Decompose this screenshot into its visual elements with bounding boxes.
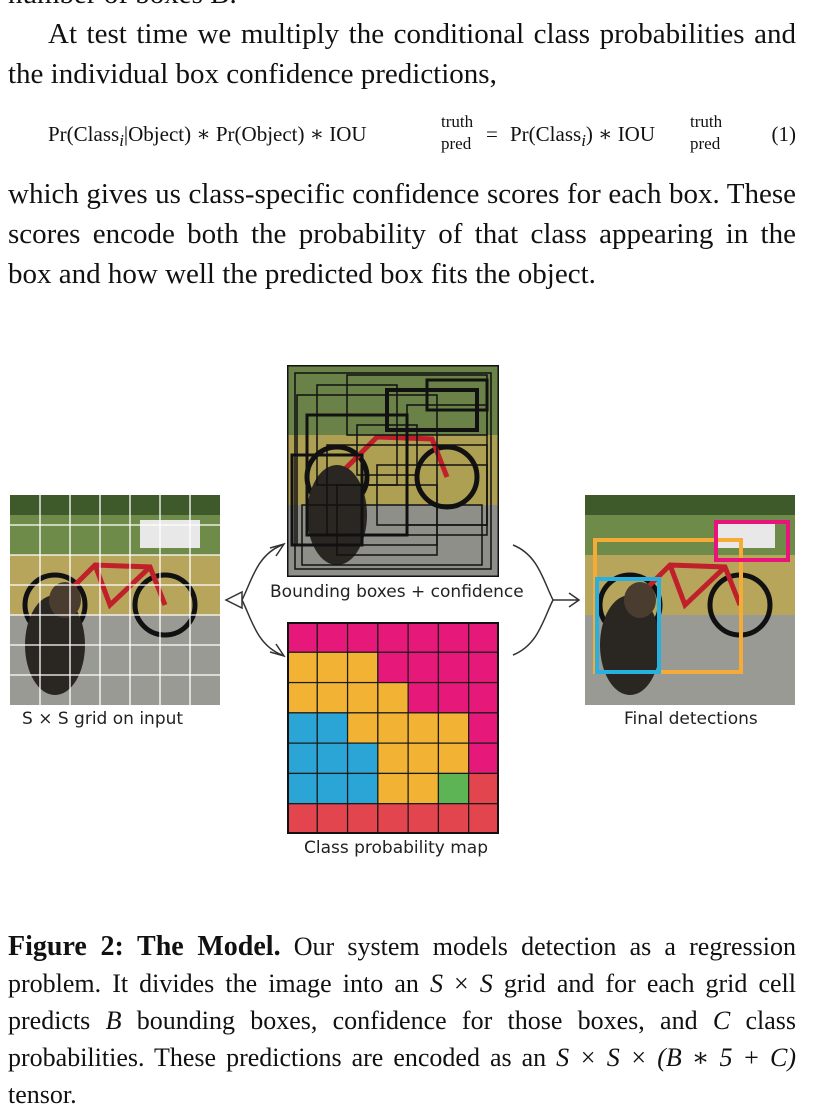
label-final-detections: Final detections — [624, 709, 758, 729]
right-brace-arrow — [512, 544, 581, 656]
left-brace-arrow — [224, 542, 286, 658]
class-probability-panel — [287, 622, 499, 834]
class-cell — [407, 681, 440, 714]
class-cell — [468, 712, 499, 744]
class-cell — [346, 772, 379, 805]
final-detections-panel — [585, 495, 795, 705]
class-cell — [316, 772, 349, 805]
class-map-border — [287, 622, 499, 834]
class-cell — [316, 622, 349, 653]
caption-times: × — [454, 969, 469, 998]
class-cell — [468, 681, 499, 714]
label-bounding-boxes: Bounding boxes + confidence — [270, 582, 524, 602]
caption-body-2: grid and for each grid cell predicts — [8, 969, 797, 1035]
eq-rhs-a: Pr(Class — [510, 122, 582, 146]
class-cell — [316, 651, 349, 684]
equation-lhs: Pr(Classi|Object) ∗ Pr(Object) ∗ IOU — [48, 122, 367, 151]
caption-s1: S — [429, 969, 443, 998]
class-cell — [287, 772, 318, 805]
label-class-map: Class probability map — [304, 838, 489, 858]
bounding-boxes-panel — [287, 365, 499, 577]
eq-truth-1: truth — [441, 112, 474, 131]
class-cell — [377, 772, 409, 805]
boxes-photo — [287, 365, 499, 577]
class-cell — [377, 712, 409, 744]
class-cell — [437, 772, 470, 805]
caption-s2: S — [479, 969, 493, 998]
class-cell — [437, 712, 470, 744]
class-cell — [346, 803, 379, 834]
caption-title: The Model. — [137, 931, 281, 962]
caption-body-1: Our system models detection as a regress… — [8, 932, 797, 998]
eq-truth-2: truth — [690, 112, 723, 131]
car-box — [714, 520, 790, 562]
class-cell — [468, 622, 499, 653]
paragraph-1: At test time we multiply the conditional… — [8, 18, 796, 90]
eq-pred-2: pred — [690, 134, 721, 153]
class-cell — [377, 742, 409, 775]
eq-equals: = — [486, 122, 498, 146]
cut-off-text: number of boxes B. — [8, 0, 237, 14]
class-cell — [346, 712, 379, 744]
class-cell — [407, 712, 440, 744]
class-cell — [377, 622, 409, 653]
class-cell — [468, 651, 499, 684]
class-cell — [468, 742, 499, 775]
class-cell — [316, 681, 349, 714]
eq-pred-1: pred — [441, 134, 472, 153]
class-cell — [407, 742, 440, 775]
class-cell — [316, 742, 349, 775]
class-cell — [437, 681, 470, 714]
class-cell — [287, 803, 318, 834]
class-cell — [407, 622, 440, 653]
label-input-grid: S × S grid on input — [22, 709, 184, 729]
class-cell — [437, 803, 470, 834]
eq-sub-i: i — [119, 131, 124, 151]
class-cell — [377, 681, 409, 714]
equation-rhs: Pr(Classi) ∗ IOU — [510, 122, 655, 151]
detection-boxes — [593, 520, 790, 674]
class-cell — [316, 803, 349, 834]
caption-body-3: bounding boxes, confidence for those box… — [136, 1006, 698, 1035]
class-cell — [468, 772, 499, 805]
caption-c: C — [712, 1006, 731, 1035]
dog-box — [595, 577, 661, 674]
class-cell — [346, 651, 379, 684]
eq-rhs-b: ) ∗ IOU — [585, 122, 656, 146]
paragraph-2: which gives us class-specific confidence… — [8, 178, 796, 290]
class-cell — [287, 712, 318, 744]
eq-lhs-a: Pr(Class — [48, 122, 120, 146]
figure-caption: Figure 2: The Model. Our system models d… — [8, 928, 796, 1113]
caption-body-4: class probabilities. These predictions a… — [8, 1006, 797, 1072]
class-cell — [346, 622, 379, 653]
equation-1: Pr(Classi|Object) ∗ Pr(Object) ∗ IOU tru… — [48, 112, 808, 162]
caption-figure-label: Figure 2: — [8, 931, 124, 962]
class-cell — [468, 803, 499, 834]
class-cell — [437, 651, 470, 684]
input-grid-overlay — [10, 495, 220, 705]
class-cell — [287, 681, 318, 714]
boxes-overlay — [287, 365, 499, 577]
class-cell — [346, 742, 379, 775]
class-cell — [407, 772, 440, 805]
caption-body-5: tensor. — [8, 1080, 77, 1109]
class-cell — [377, 651, 409, 684]
caption-tensor: S × S × (B ∗ 5 + C) — [556, 1043, 797, 1072]
caption-b: B — [105, 1006, 122, 1035]
class-cell — [407, 803, 440, 834]
class-cell — [407, 651, 440, 684]
eq-lhs-b: |Object) ∗ Pr(Object) ∗ IOU — [123, 122, 367, 146]
class-cell — [377, 803, 409, 834]
class-cell — [287, 742, 318, 775]
class-probability-grid — [287, 622, 499, 834]
class-cell — [346, 681, 379, 714]
class-cell — [437, 622, 470, 653]
class-cell — [316, 712, 349, 744]
input-grid-panel — [10, 495, 220, 705]
class-cell — [287, 651, 318, 684]
equation-number: (1) — [771, 122, 797, 146]
class-cell — [437, 742, 470, 775]
eq-sub-i-2: i — [581, 131, 586, 151]
